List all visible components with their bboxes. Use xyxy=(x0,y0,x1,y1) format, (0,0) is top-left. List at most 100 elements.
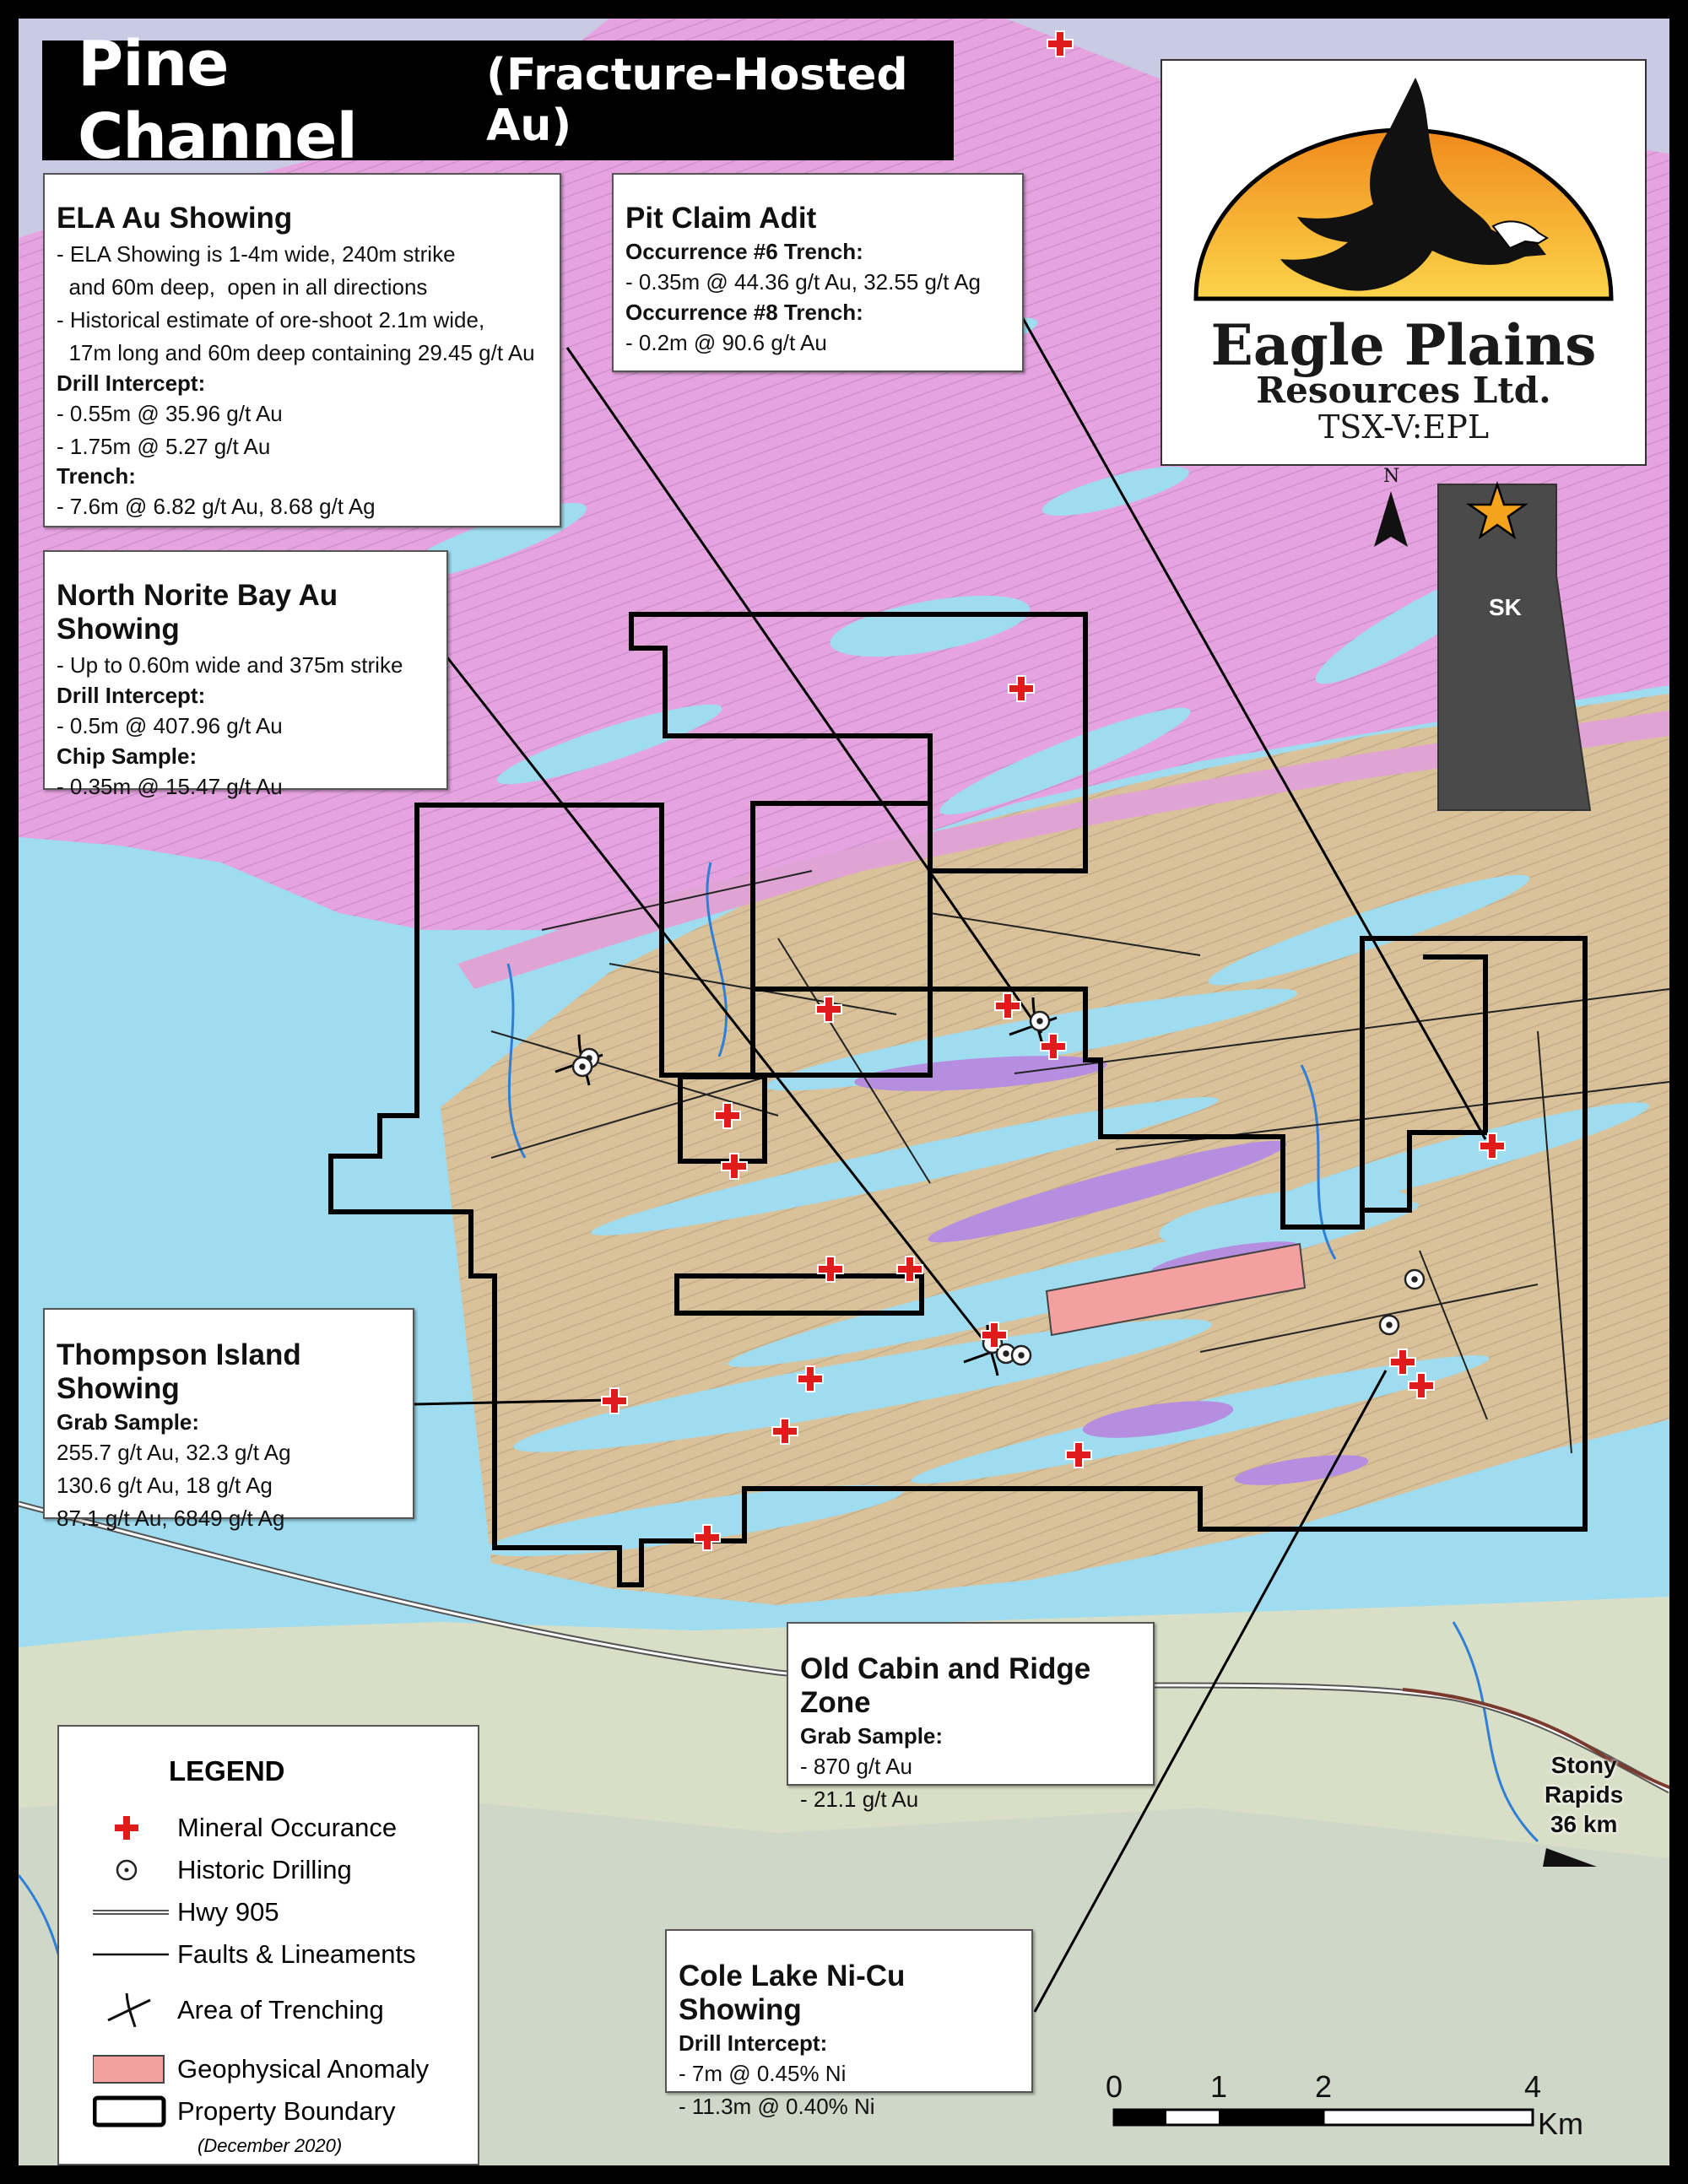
legend-label: Geophysical Anomaly xyxy=(177,2054,430,2084)
scale-bar xyxy=(1112,2108,1534,2127)
callout-subhead: Occurrence #8 Trench: xyxy=(625,299,863,325)
drill-hole-8 xyxy=(1378,1314,1400,1336)
callout-pit-claim-adit: Pit Claim Adit Occurrence #6 Trench: - 0… xyxy=(612,173,1024,372)
anomaly-swatch-icon xyxy=(93,2055,165,2084)
callout-line: - 0.35m @ 44.36 g/t Au, 32.55 g/t Ag xyxy=(625,269,982,295)
callout-title: Old Cabin and Ridge Zone xyxy=(800,1652,1091,1719)
eagle-head xyxy=(1491,220,1549,250)
callout-line: - 0.2m @ 90.6 g/t Au xyxy=(625,329,827,355)
legend-item-property-boundary: Property Boundary xyxy=(59,2095,478,2128)
title-main: Pine Channel xyxy=(78,28,358,173)
callout-line: - 11.3m @ 0.40% Ni xyxy=(679,2093,875,2119)
stony-rapids-line2: Rapids xyxy=(1545,1781,1624,1808)
callout-line: 255.7 g/t Au, 32.3 g/t Ag xyxy=(57,1440,291,1465)
fault-line-icon xyxy=(93,1953,169,1956)
callout-north-norite-bay: North Norite Bay Au Showing - Up to 0.60… xyxy=(43,550,448,799)
map-legend: LEGEND Mineral Occurance Historic Drilli… xyxy=(57,1725,479,2165)
callout-line: - Historical estimate of ore-shoot 2.1m … xyxy=(57,306,485,332)
callout-title: Thompson Island Showing xyxy=(57,1338,301,1405)
sk-province-shape xyxy=(1437,484,1592,811)
legend-item-geophysical-anomaly: Geophysical Anomaly xyxy=(59,2052,478,2086)
callout-title: Pit Claim Adit xyxy=(625,202,817,235)
callout-title: Cole Lake Ni-Cu Showing xyxy=(679,1960,906,2026)
callout-line: - 7.6m @ 6.82 g/t Au, 8.68 g/t Ag xyxy=(57,494,376,520)
callout-line: 130.6 g/t Au, 18 g/t Ag xyxy=(57,1472,273,1498)
stony-rapids-label: Stony Rapids 36 km xyxy=(1545,1750,1623,1839)
callout-subhead: Trench: xyxy=(57,463,136,489)
callout-subhead: Grab Sample: xyxy=(57,1409,200,1435)
trenching-icon xyxy=(107,1993,151,2027)
callout-line: - 7m @ 0.45% Ni xyxy=(679,2061,847,2086)
callout-line: - 0.5m @ 407.96 g/t Au xyxy=(57,712,283,738)
callout-line: - 21.1 g/t Au xyxy=(800,1786,919,1812)
north-label: N xyxy=(1383,466,1400,487)
callout-ela-au-showing: ELA Au Showing - ELA Showing is 1-4m wid… xyxy=(43,173,561,527)
legend-item-trenching: Area of Trenching xyxy=(59,1993,478,2027)
highway-icon xyxy=(93,1910,169,1915)
drill-hole-3 xyxy=(1029,1010,1051,1032)
north-arrow-icon xyxy=(1374,491,1408,547)
callout-line: 17m long and 60m deep containing 29.45 g… xyxy=(57,339,535,365)
property-boundary xyxy=(328,612,1588,1587)
legend-label: Faults & Lineaments xyxy=(177,1939,416,1969)
scale-tick-2: 2 xyxy=(1315,2069,1333,2104)
legend-label: Mineral Occurance xyxy=(177,1813,398,1842)
legend-title: LEGEND xyxy=(169,1755,285,1787)
callout-line: - 870 g/t Au xyxy=(800,1754,912,1779)
callout-line: - Up to 0.60m wide and 375m strike xyxy=(57,652,403,678)
road-east xyxy=(1402,1688,1669,1789)
callout-line: - 0.55m @ 35.96 g/t Au xyxy=(57,400,283,426)
map-title: Pine Channel (Fracture-Hosted Au) xyxy=(42,28,954,173)
company-logo: Eagle Plains Resources Ltd. TSX-V:EPL xyxy=(1160,59,1647,466)
location-star-icon xyxy=(1466,481,1528,540)
logo-name-line2: Resources Ltd. xyxy=(1256,370,1551,411)
province-label: SK xyxy=(1489,594,1522,620)
callout-line: and 60m deep, open in all directions xyxy=(57,273,428,300)
drill-hole-icon xyxy=(116,1859,138,1881)
stony-rapids-distance: 36 km xyxy=(1550,1811,1618,1837)
legend-item-mineral-occurrence: Mineral Occurance xyxy=(59,1811,478,1845)
boundary-swatch-icon xyxy=(93,2095,166,2127)
callout-subhead: Occurrence #6 Trench: xyxy=(625,239,863,264)
drill-hole-2 xyxy=(571,1056,593,1078)
legend-label: Property Boundary xyxy=(177,2096,396,2126)
callout-line: 87.1 g/t Au, 6849 g/t Ag xyxy=(57,1505,285,1531)
callout-thompson-island: Thompson Island Showing Grab Sample: 255… xyxy=(43,1308,414,1531)
callout-line: - 0.35m @ 15.47 g/t Au xyxy=(57,773,283,799)
callout-line: - 1.75m @ 5.27 g/t Au xyxy=(57,433,271,459)
legend-item-historic-drilling: Historic Drilling xyxy=(59,1853,478,1887)
callout-title: North Norite Bay Au Showing xyxy=(57,579,338,646)
callout-subhead: Grab Sample: xyxy=(800,1723,944,1749)
logo-name-line1: Eagle Plains xyxy=(1210,312,1597,378)
logo-emblem xyxy=(1193,78,1614,301)
legend-item-faults: Faults & Lineaments xyxy=(59,1938,478,1971)
direction-arrow-icon xyxy=(1543,1848,1597,1867)
mineral-occurrence-icon xyxy=(115,1816,138,1840)
geophysical-anomaly xyxy=(1045,1242,1307,1337)
scale-tick-0: 0 xyxy=(1106,2069,1123,2104)
eagle-icon xyxy=(1280,78,1546,291)
callout-subhead: Drill Intercept: xyxy=(57,370,206,396)
title-sub: (Fracture-Hosted Au) xyxy=(486,50,908,151)
callout-subhead: Chip Sample: xyxy=(57,743,197,769)
legend-label: Historic Drilling xyxy=(177,1855,352,1884)
callout-old-cabin-ridge: Old Cabin and Ridge Zone Grab Sample: - … xyxy=(787,1622,1155,1812)
drill-hole-6 xyxy=(1010,1344,1032,1366)
drill-hole-7 xyxy=(1404,1268,1426,1290)
scale-tick-4: 4 xyxy=(1524,2069,1542,2104)
callout-line: - ELA Showing is 1-4m wide, 240m strike xyxy=(57,241,456,267)
logo-ticker: TSX-V:EPL xyxy=(1317,408,1490,446)
scale-tick-1: 1 xyxy=(1210,2069,1228,2104)
faults-lineaments xyxy=(490,870,1669,1454)
legend-date: (December 2020) xyxy=(197,2135,343,2156)
legend-item-hwy-905: Hwy 905 xyxy=(59,1895,478,1929)
callout-cole-lake: Cole Lake Ni-Cu Showing Drill Intercept:… xyxy=(665,1929,1033,2119)
legend-label: Hwy 905 xyxy=(177,1897,279,1927)
map-canvas: N SK Pine Channel (Fracture-Hosted Au) E… xyxy=(19,19,1669,2165)
locator-inset xyxy=(1374,481,1592,811)
callout-subhead: Drill Intercept: xyxy=(679,2030,828,2056)
stony-rapids-line1: Stony xyxy=(1550,1752,1617,1778)
callout-title: ELA Au Showing xyxy=(57,202,293,235)
scale-unit: Km xyxy=(1538,2106,1583,2141)
